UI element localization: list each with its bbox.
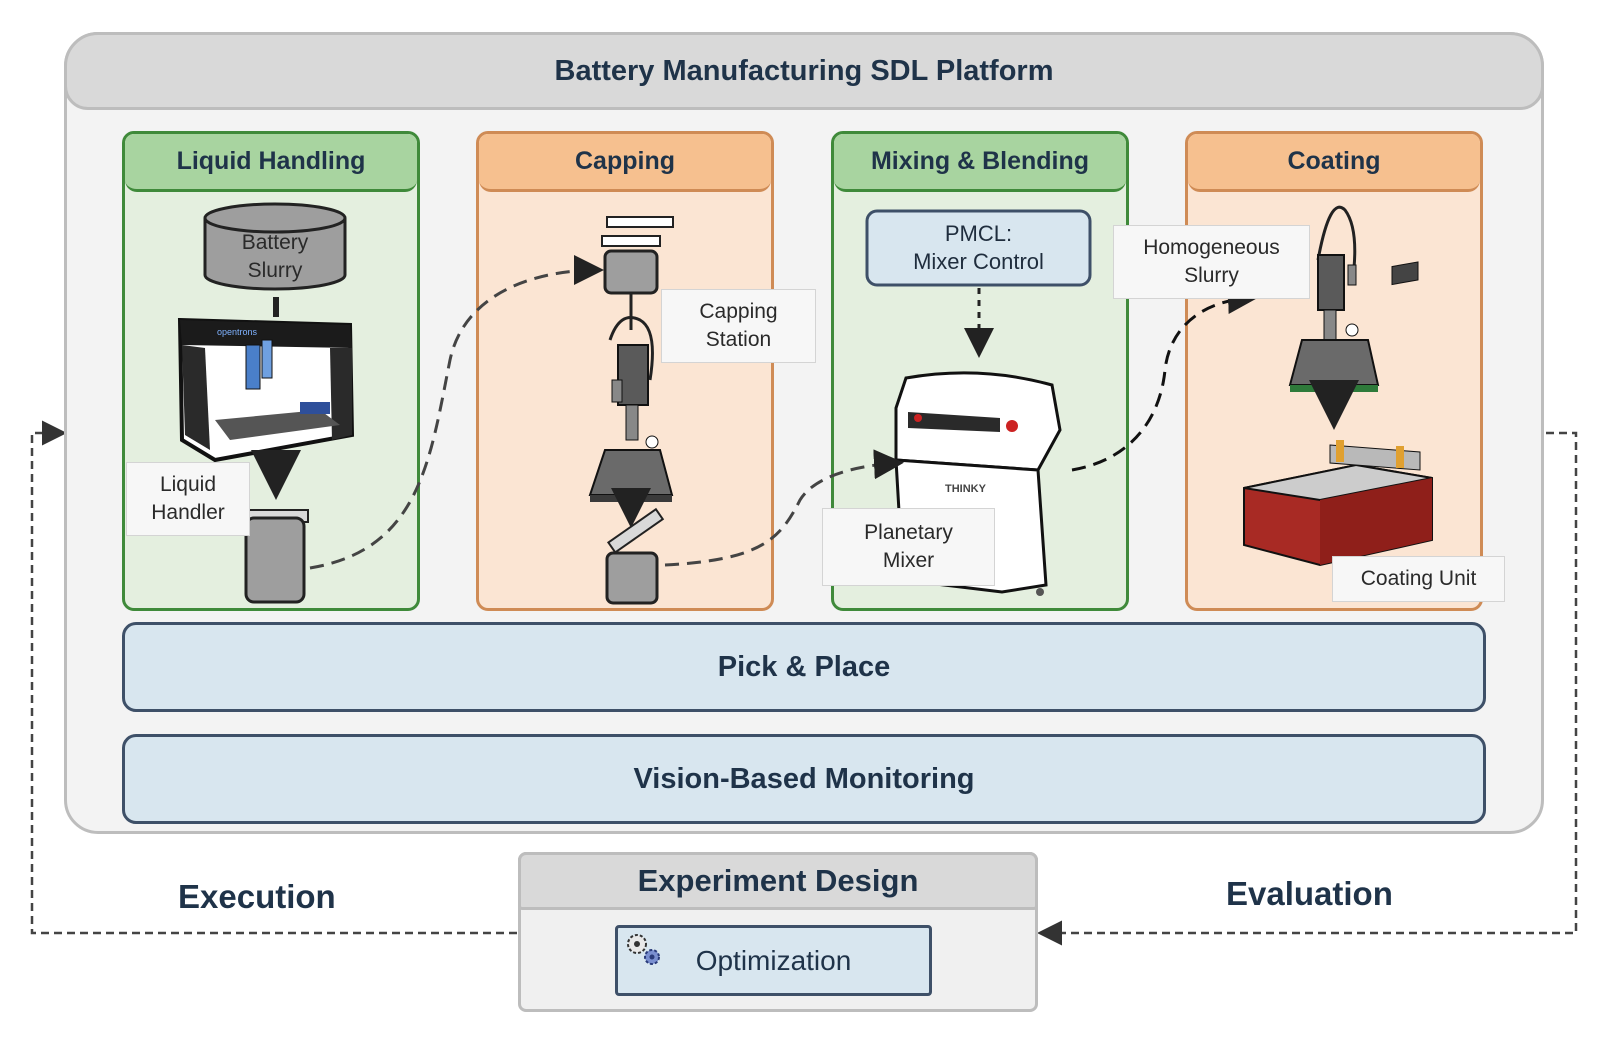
experiment-design-title: Experiment Design bbox=[518, 852, 1038, 910]
platform-title: Battery Manufacturing SDL Platform bbox=[64, 32, 1544, 110]
module-title: Mixing & Blending bbox=[834, 134, 1126, 192]
label-capping-station: Capping Station bbox=[661, 289, 816, 363]
flow-arrow bbox=[309, 255, 604, 570]
coating-press-icon bbox=[1288, 205, 1380, 392]
label-battery-slurry: Battery Slurry bbox=[241, 231, 309, 282]
liquid-handler-brand: opentrons bbox=[217, 327, 258, 337]
liquid-handler-robot-icon bbox=[177, 317, 355, 463]
pmcl-box bbox=[865, 209, 1092, 287]
vial-icon bbox=[239, 509, 309, 604]
flow-arrow bbox=[1071, 284, 1258, 472]
pick-place-bar: Pick & Place bbox=[122, 622, 1486, 712]
capping-press-icon bbox=[588, 316, 674, 502]
flow-arrow bbox=[664, 449, 904, 567]
module-title: Capping bbox=[479, 134, 771, 192]
evaluation-loop-line bbox=[1037, 431, 1578, 946]
module-title: Coating bbox=[1188, 134, 1480, 192]
label-coating-unit: Coating Unit bbox=[1332, 556, 1505, 602]
vial-opening-icon bbox=[605, 507, 665, 605]
label-pmcl: PMCL: Mixer Control bbox=[913, 221, 1044, 274]
module-title: Liquid Handling bbox=[125, 134, 417, 192]
execution-loop-line bbox=[30, 420, 517, 935]
vision-monitoring-bar: Vision-Based Monitoring bbox=[122, 734, 1486, 824]
gears-icon bbox=[627, 934, 660, 965]
cap-icon bbox=[601, 216, 674, 247]
evaluation-label: Evaluation bbox=[1226, 875, 1393, 912]
slurry-tank-icon bbox=[203, 202, 347, 291]
label-liquid-handler: Liquid Handler bbox=[126, 462, 250, 536]
label-homogeneous-slurry: Homogeneous Slurry bbox=[1113, 225, 1310, 299]
optimization-label: Optimization bbox=[695, 944, 852, 976]
optimization-box: Optimization bbox=[615, 925, 932, 996]
label-planetary-mixer: Planetary Mixer bbox=[822, 508, 995, 586]
coating-unit-icon bbox=[1243, 261, 1433, 567]
vial-icon bbox=[603, 249, 659, 295]
mixer-brand: THINKY bbox=[945, 483, 987, 495]
execution-label: Execution bbox=[178, 878, 336, 915]
